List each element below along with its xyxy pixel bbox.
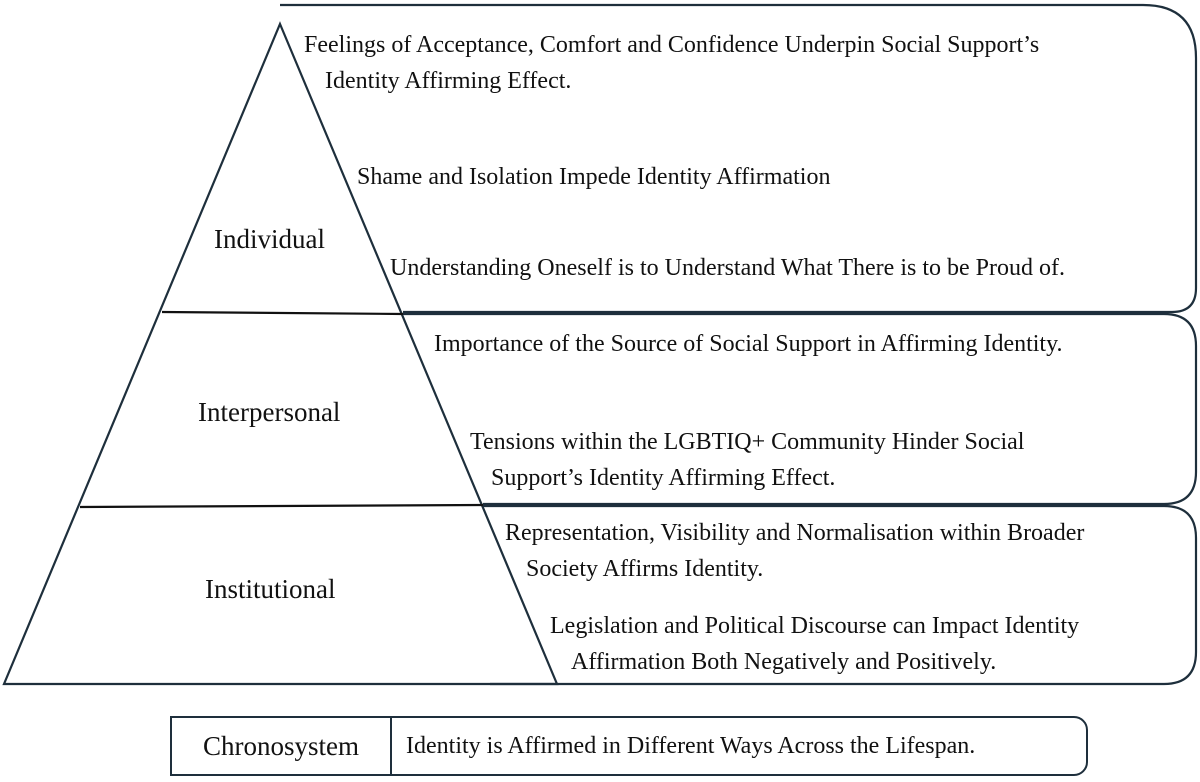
- chronosystem-theme: Identity is Affirmed in Different Ways A…: [406, 733, 976, 759]
- theme-line: Importance of the Source of Social Suppo…: [434, 331, 1063, 357]
- theme-line: Identity Affirming Effect.: [325, 68, 572, 94]
- theme-acceptance-comfort-confidence: Feelings of Acceptance, Comfort and Conf…: [304, 27, 1039, 99]
- interpersonal-panel: [403, 312, 1198, 506]
- theme-line: Understanding Oneself is to Understand W…: [390, 255, 1065, 281]
- theme-shame-isolation: Shame and Isolation Impede Identity Affi…: [357, 159, 830, 195]
- theme-line: Society Affirms Identity.: [526, 556, 764, 582]
- pyramid-divider-lower: [79, 503, 484, 509]
- theme-line: Tensions within the LGBTIQ+ Community Hi…: [470, 429, 1025, 455]
- theme-line: Representation, Visibility and Normalisa…: [505, 520, 1085, 546]
- level-label-institutional: Institutional: [205, 574, 336, 604]
- individual-panel: [280, 3, 1198, 314]
- theme-source-of-social-support: Importance of the Source of Social Suppo…: [434, 326, 1063, 362]
- institutional-panel: [483, 504, 1198, 686]
- chronosystem-label: Chronosystem: [172, 718, 392, 774]
- theme-line: Shame and Isolation Impede Identity Affi…: [357, 164, 831, 190]
- theme-line: Affirmation Both Negatively and Positive…: [571, 649, 997, 675]
- theme-line: Legislation and Political Discourse can …: [550, 613, 1080, 639]
- theme-line: Feelings of Acceptance, Comfort and Conf…: [304, 32, 1040, 58]
- pyramid-divider-upper: [161, 310, 404, 316]
- theme-understanding-oneself: Understanding Oneself is to Understand W…: [390, 250, 1065, 286]
- theme-line: Support’s Identity Affirming Effect.: [491, 465, 836, 491]
- theme-legislation-political-discourse: Legislation and Political Discourse can …: [550, 608, 1079, 680]
- chronosystem-box: Chronosystem Identity is Affirmed in Dif…: [170, 716, 1088, 776]
- theme-representation-visibility: Representation, Visibility and Normalisa…: [505, 515, 1084, 587]
- level-label-interpersonal: Interpersonal: [198, 397, 341, 427]
- level-label-individual: Individual: [214, 224, 325, 254]
- pyramid-outline: [2, 21, 559, 686]
- theme-community-tensions: Tensions within the LGBTIQ+ Community Hi…: [470, 424, 1024, 496]
